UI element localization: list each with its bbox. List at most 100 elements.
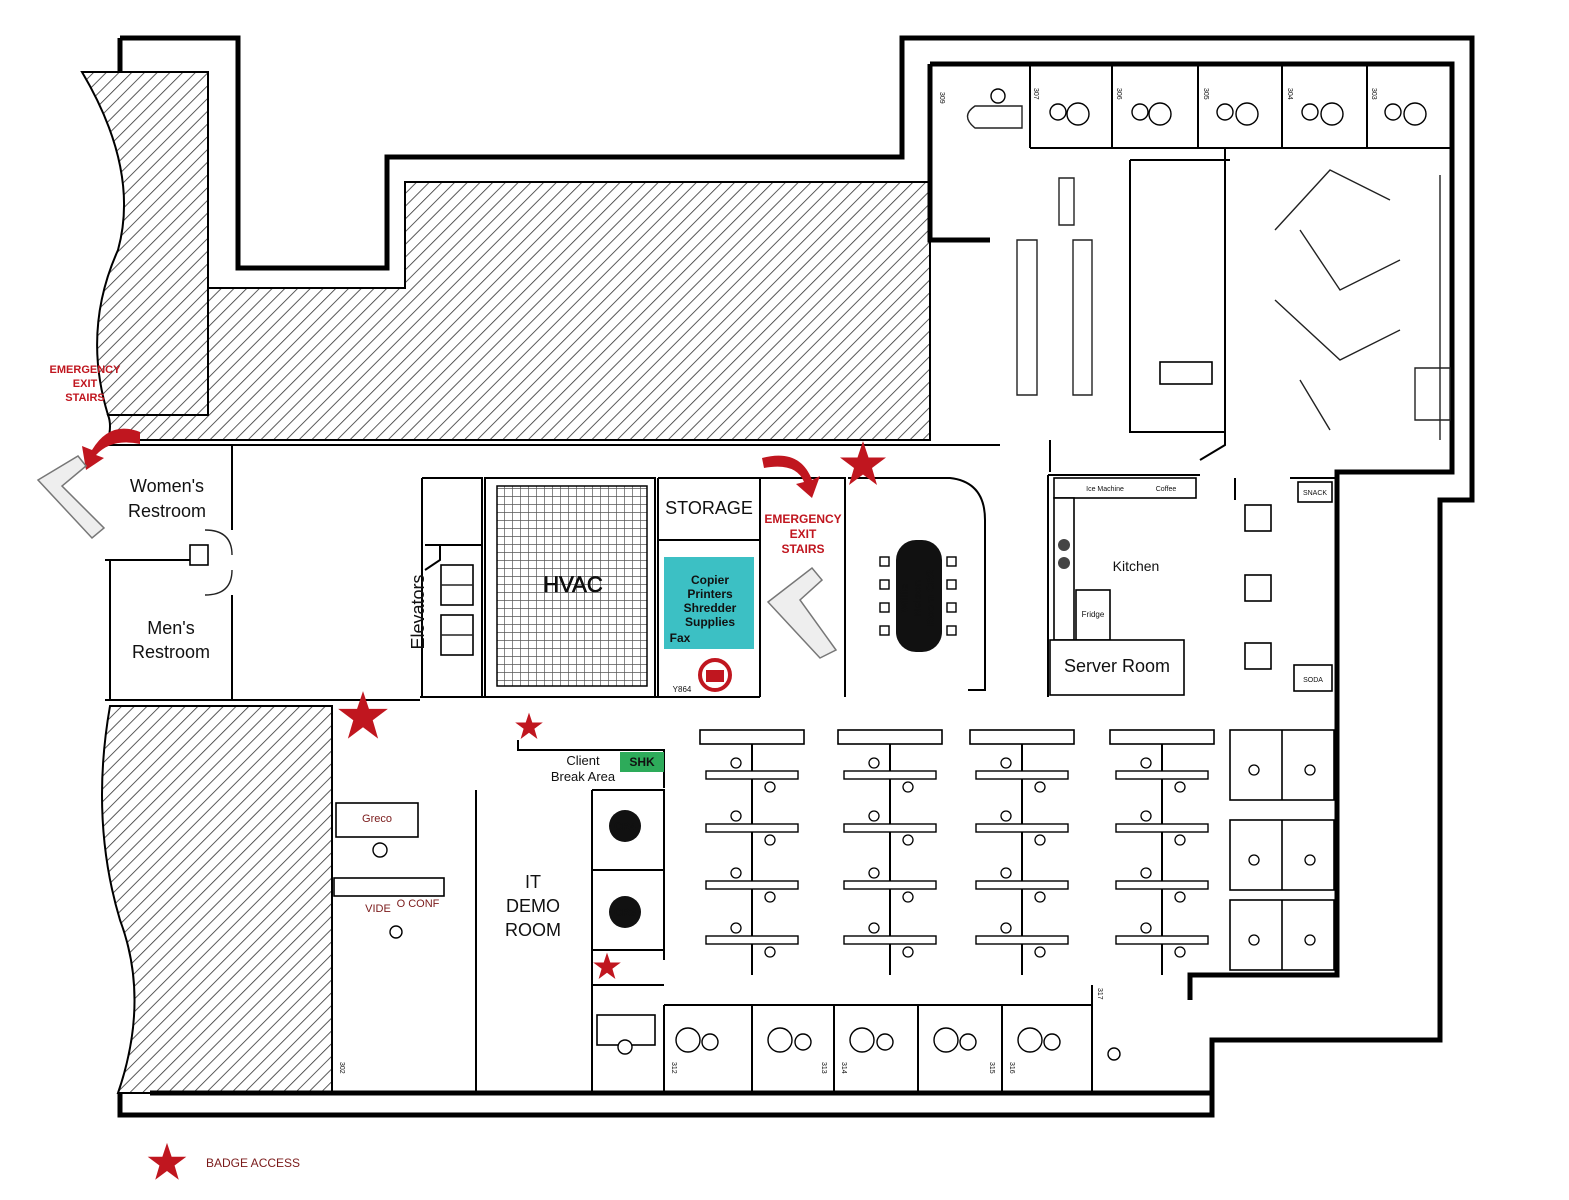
central-exit-label-1: EMERGENCY — [764, 512, 841, 526]
west-exit-label-2: EXIT — [73, 378, 98, 390]
mens-restroom-label: Men's — [147, 618, 194, 638]
kitchen-tables — [1244, 504, 1272, 670]
sw-rooms: SHK Client Break Area Greco VIDE O CONF … — [331, 706, 665, 1093]
office-316-label: 316 — [1008, 1062, 1015, 1074]
cubicle-chair — [868, 922, 880, 934]
west-exit-label-3: STAIRS — [65, 392, 105, 404]
it-demo-label-2: DEMO — [506, 896, 560, 916]
ne-offices: 309 307 306 305 304 303 — [938, 64, 1452, 472]
cubicle-header-desk — [969, 729, 1075, 745]
cubicle-chair — [1140, 757, 1152, 769]
kitchen: Ice Machine Coffee Fridge Kitchen Server… — [1047, 474, 1337, 697]
west-emergency-exit: EMERGENCY EXIT STAIRS — [36, 364, 140, 540]
cubicle-chair — [1304, 934, 1316, 946]
cubicle-desk — [975, 880, 1069, 890]
video-conf-label-b: O CONF — [397, 898, 440, 910]
ice-machine-label: Ice Machine — [1086, 486, 1124, 493]
south-office-furniture — [675, 1027, 1121, 1061]
hvac-room: HVAC — [484, 477, 656, 698]
south-offices: 312 313 314 315 316 317 — [663, 985, 1121, 1093]
cubicle-desk — [975, 823, 1069, 833]
central-stairs-icon — [766, 566, 838, 659]
cubicle-desk — [1115, 823, 1209, 833]
cubicle-chair — [730, 810, 742, 822]
cubicle-chair — [902, 834, 914, 846]
cubicle-header-desk — [837, 729, 943, 745]
cubicle-header-desk — [699, 729, 805, 745]
cubicle-chair — [868, 757, 880, 769]
coffee-label: Coffee — [1156, 486, 1177, 493]
legend-star-icon — [147, 1142, 187, 1180]
greco-label: Greco — [362, 813, 392, 825]
cubicle-chair — [902, 781, 914, 793]
shk-badge — [620, 752, 664, 772]
copier-code-label: Y864 — [673, 685, 692, 694]
hatched-areas — [80, 71, 931, 1094]
cubicle-chair — [1140, 810, 1152, 822]
fridge-label: Fridge — [1082, 610, 1105, 619]
cubicle-chair — [764, 946, 776, 958]
west-exit-arrow-icon — [82, 428, 140, 470]
cubicle-chair — [1034, 781, 1046, 793]
cubicle-chair — [1248, 934, 1260, 946]
cubicle-chair — [1140, 867, 1152, 879]
cubicle-field — [699, 729, 1335, 975]
copier-label: Copier — [691, 573, 729, 587]
office-305-label: 305 — [1202, 88, 1209, 100]
cubicle-header-desk — [1109, 729, 1215, 745]
office-314-label: 314 — [840, 1062, 847, 1074]
office-317-label: 317 — [1096, 988, 1103, 1000]
cubicle-chair — [902, 891, 914, 903]
cubicle-chair — [1174, 946, 1186, 958]
office-306-label: 306 — [1115, 88, 1122, 100]
cubicle-chair — [1000, 810, 1012, 822]
central-exit-label-3: STAIRS — [781, 542, 824, 556]
mens-restroom-label-2: Restroom — [132, 642, 210, 662]
office-302-label: 302 — [338, 1062, 345, 1074]
elevators: Elevators — [408, 477, 483, 697]
cubicle-desk — [1115, 770, 1209, 780]
cubicle-chair — [730, 867, 742, 879]
cubicle-chair — [1000, 922, 1012, 934]
cubicle-chair — [730, 757, 742, 769]
west-stairs-icon — [36, 455, 106, 540]
cubicle-desk — [705, 880, 799, 890]
restrooms: Women's Restroom Men's Restroom — [105, 445, 233, 700]
cubicle-desk — [843, 880, 937, 890]
central-exit-label-2: EXIT — [790, 527, 817, 541]
cubicle-chair — [1248, 764, 1260, 776]
client-break-label-1: Client — [566, 753, 600, 768]
cr4-label: CR4 — [614, 821, 637, 833]
legend: BADGE ACCESS — [147, 1142, 300, 1180]
womens-restroom-label: Women's — [130, 476, 204, 496]
south-office-numbers: 312 313 314 315 316 317 — [670, 988, 1103, 1074]
conference-room-cr2: Willie Nelson Room CR2 — [848, 477, 986, 691]
central-emergency-exit: EMERGENCY EXIT STAIRS — [760, 455, 846, 697]
cr2-label-2: Nelson — [912, 579, 924, 616]
server-room — [1049, 639, 1185, 696]
badge-star-icon — [515, 712, 543, 739]
womens-restroom-label-2: Restroom — [128, 501, 206, 521]
shredder-label: Shredder — [684, 601, 737, 615]
cr2-label-3: Room CR2 — [925, 570, 937, 626]
cubicle-chair — [730, 922, 742, 934]
legend-label: BADGE ACCESS — [206, 1156, 300, 1170]
cubicle-desk — [1115, 935, 1209, 945]
west-exit-label-1: EMERGENCY — [50, 364, 122, 376]
video-conf-label-a: VIDE — [365, 903, 391, 915]
cubicle-chair — [1000, 757, 1012, 769]
office-307-label: 307 — [1032, 88, 1039, 100]
central-exit-arrow-icon — [762, 455, 820, 498]
cubicle-desk — [705, 935, 799, 945]
office-309-label: 309 — [938, 92, 945, 104]
cubicle-desk — [975, 770, 1069, 780]
cubicle-chair — [1248, 854, 1260, 866]
kitchen-label: Kitchen — [1113, 558, 1160, 574]
cubicle-chair — [1174, 834, 1186, 846]
ne-office-furniture — [966, 88, 1427, 129]
office-304-label: 304 — [1286, 88, 1293, 100]
cubicle-chair — [1304, 854, 1316, 866]
cubicle-chair — [1034, 834, 1046, 846]
cubicle-chair — [1000, 867, 1012, 879]
cubicle-desk — [975, 935, 1069, 945]
